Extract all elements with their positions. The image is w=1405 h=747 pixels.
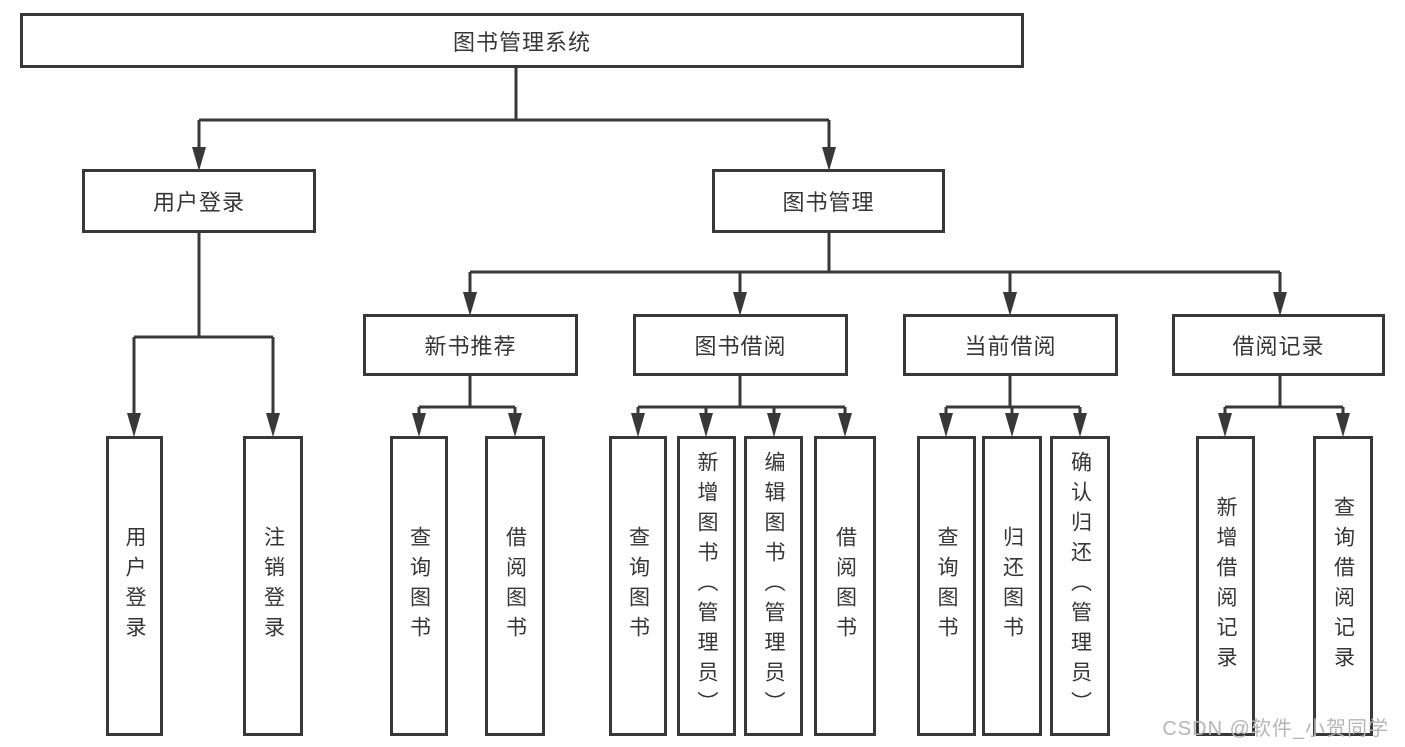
line-path bbox=[468, 233, 1282, 296]
arrowhead bbox=[838, 413, 852, 437]
connector-root bbox=[192, 67, 836, 171]
arrowhead bbox=[412, 413, 426, 437]
arrowhead bbox=[508, 413, 522, 437]
line-path bbox=[1223, 376, 1345, 418]
leaf-borrow-books-recommend: 借阅图书 bbox=[485, 436, 545, 736]
arrowhead bbox=[822, 147, 836, 171]
connector-current-borrowing bbox=[939, 376, 1087, 437]
arrowhead bbox=[1073, 413, 1087, 437]
node-book-management: 图书管理 bbox=[712, 169, 945, 233]
line-path bbox=[417, 376, 517, 418]
node-current-borrowing: 当前借阅 bbox=[903, 314, 1118, 376]
line-path bbox=[132, 233, 275, 418]
arrowhead bbox=[127, 413, 141, 437]
arrowhead bbox=[1273, 292, 1287, 316]
node-book-borrowing: 图书借阅 bbox=[633, 314, 848, 376]
connector-new-book-recommendation bbox=[412, 376, 522, 437]
connector-borrowing-records bbox=[1218, 376, 1350, 437]
leaf-logout-login: 注销登录 bbox=[243, 436, 303, 736]
arrowhead bbox=[699, 413, 713, 437]
arrowhead bbox=[1218, 413, 1232, 437]
watermark-text: CSDN @软件_小贺同学 bbox=[1162, 718, 1389, 740]
arrowhead bbox=[1003, 292, 1017, 316]
connector-book-borrowing bbox=[631, 376, 852, 437]
node-user-login: 用户登录 bbox=[82, 169, 316, 233]
leaf-query-borrow-record: 查询借阅记录 bbox=[1313, 436, 1373, 736]
arrowhead bbox=[192, 147, 206, 171]
leaf-return-books: 归还图书 bbox=[982, 436, 1042, 736]
leaf-confirm-return-admin: 确认归还（管理员） bbox=[1050, 436, 1110, 736]
arrowhead bbox=[939, 413, 953, 437]
leaf-query-books-current: 查询图书 bbox=[917, 436, 976, 736]
arrowhead bbox=[266, 413, 280, 437]
leaf-query-books-recommend: 查询图书 bbox=[390, 436, 448, 736]
connector-user-login bbox=[127, 233, 280, 437]
arrowhead bbox=[733, 292, 747, 316]
line-path bbox=[636, 376, 847, 418]
line-path bbox=[944, 376, 1082, 418]
node-new-book-recommendation: 新书推荐 bbox=[363, 314, 578, 376]
leaf-add-books-admin: 新增图书（管理员） bbox=[677, 436, 736, 736]
node-borrowing-records: 借阅记录 bbox=[1172, 314, 1385, 376]
leaf-query-books-borrowing: 查询图书 bbox=[609, 436, 667, 736]
arrowhead bbox=[1005, 413, 1019, 437]
arrowhead bbox=[463, 292, 477, 316]
node-library-management-system: 图书管理系统 bbox=[20, 13, 1024, 68]
leaf-add-borrow-record: 新增借阅记录 bbox=[1196, 436, 1255, 736]
connector-book-management bbox=[463, 233, 1287, 316]
arrowhead bbox=[767, 413, 781, 437]
leaf-borrow-books-borrowing: 借阅图书 bbox=[814, 436, 876, 736]
leaf-user-login: 用户登录 bbox=[106, 436, 163, 736]
arrowhead bbox=[631, 413, 645, 437]
arrowhead bbox=[1336, 413, 1350, 437]
leaf-edit-books-admin: 编辑图书（管理员） bbox=[744, 436, 803, 736]
line-path bbox=[197, 67, 831, 150]
